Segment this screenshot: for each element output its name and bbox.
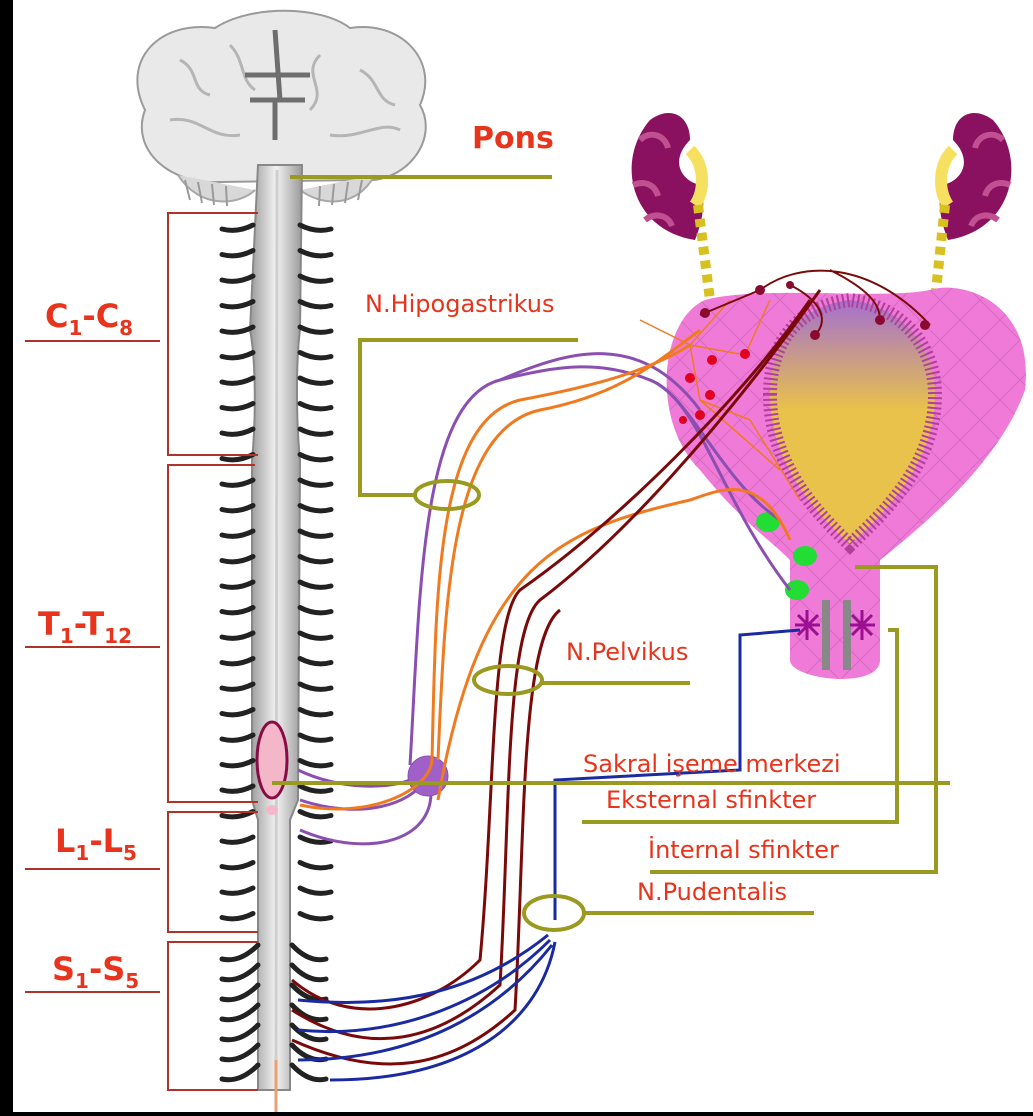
hipogastrikus-label: N.Hipogastrikus xyxy=(365,290,554,318)
pons-label: Pons xyxy=(472,121,554,156)
eksternal-sfinkter-label: Eksternal sfinkter xyxy=(606,786,816,814)
pelvikus-label: N.Pelvikus xyxy=(566,638,688,666)
pudentalis-label: N.Pudentalis xyxy=(637,878,787,906)
sacral-center-marker xyxy=(257,722,287,798)
sakral-center-label: Sakral işeme merkezi xyxy=(583,750,841,778)
internal-sfinkter-label: İnternal sfinkter xyxy=(648,835,839,864)
sacral-center-dot xyxy=(266,805,278,815)
